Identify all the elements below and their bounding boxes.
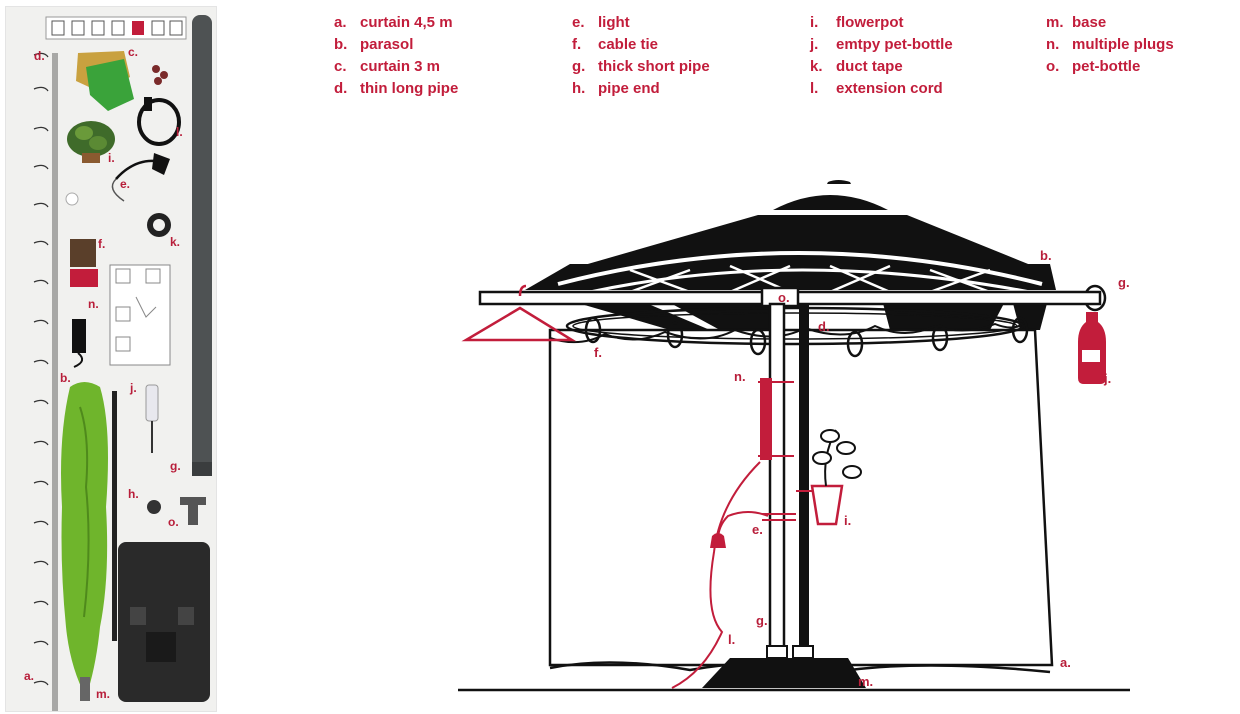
photo-drawing bbox=[33, 15, 212, 711]
legend-item: j.emtpy pet-bottle bbox=[810, 36, 953, 53]
diagram-label-i: i. bbox=[844, 513, 851, 528]
diagram-label-m: m. bbox=[858, 674, 873, 689]
curtain-rings bbox=[584, 284, 1107, 358]
legend-column-1: a.curtain 4,5 m b.parasol c.curtain 3 m … bbox=[334, 12, 458, 100]
duct-tape-photo bbox=[147, 213, 171, 237]
diagram-label-j: j. bbox=[1103, 371, 1111, 386]
components-photo: d. c. l. i. e. k. f. n. b. j. g. h. o. a… bbox=[5, 6, 217, 712]
instruction-strip-photo bbox=[45, 16, 187, 40]
parasol-canopy bbox=[525, 180, 1056, 294]
legend-item: i.flowerpot bbox=[810, 14, 904, 31]
legend-item: d.thin long pipe bbox=[334, 80, 459, 97]
pet-bottle bbox=[1078, 312, 1106, 384]
photo-label-i: i. bbox=[108, 151, 115, 165]
diagram-label-g: g. bbox=[756, 613, 768, 628]
flowerpot bbox=[796, 429, 862, 526]
photo-label-m: m. bbox=[96, 687, 111, 701]
thick-pipe-photo bbox=[192, 15, 212, 470]
diagram-label-a: a. bbox=[1060, 655, 1071, 670]
photo-label-l: l. bbox=[176, 125, 183, 139]
curtain-rail bbox=[565, 306, 1025, 346]
photo-label-f: f. bbox=[98, 237, 106, 251]
legend-item: c.curtain 3 m bbox=[334, 58, 441, 75]
legend-item: n.multiple plugs bbox=[1046, 36, 1174, 53]
photo-label-e: e. bbox=[120, 177, 131, 191]
hanger bbox=[461, 284, 577, 342]
diagram-label-f: f. bbox=[594, 345, 602, 360]
legend-column-2: e.light f.cable tie g.thick short pipe h… bbox=[572, 12, 710, 100]
diagram-label-b: b. bbox=[1040, 248, 1052, 263]
legend-item: f.cable tie bbox=[572, 36, 659, 53]
rod-photo bbox=[112, 391, 117, 641]
legend-item: h.pipe end bbox=[572, 80, 660, 97]
legend-item: a.curtain 4,5 m bbox=[334, 14, 453, 31]
plant-photo bbox=[67, 121, 115, 163]
cable-tie-photo bbox=[70, 239, 96, 267]
multiple-plugs-photo bbox=[72, 319, 86, 368]
legend-item: k.duct tape bbox=[810, 58, 903, 75]
legend-item: g.thick short pipe bbox=[572, 58, 710, 75]
photo-label-c: c. bbox=[128, 45, 139, 59]
diagram-label-n: n. bbox=[734, 369, 746, 384]
photo-label-g: g. bbox=[170, 459, 181, 473]
assembly-diagram: b. g. o. d. f. j. n. i. e. g. l. a. m. bbox=[458, 180, 1130, 692]
parasol-photo bbox=[61, 382, 108, 701]
photo-label-b: b. bbox=[60, 371, 71, 385]
cable-tie-pack-photo bbox=[70, 269, 98, 287]
legend-column-3: i.flowerpot j.emtpy pet-bottle k.duct ta… bbox=[810, 12, 953, 100]
base bbox=[702, 658, 866, 688]
light bbox=[710, 511, 796, 548]
photo-label-n: n. bbox=[88, 297, 99, 311]
legend-item: l.extension cord bbox=[810, 80, 943, 97]
diagram-label-l: l. bbox=[728, 632, 735, 647]
photo-label-k: k. bbox=[170, 235, 181, 249]
photo-label-o: o. bbox=[168, 515, 179, 529]
extension-cord-photo bbox=[137, 97, 181, 146]
thick-short-pipe bbox=[768, 302, 786, 658]
photo-label-j: j. bbox=[130, 381, 137, 395]
light-photo bbox=[111, 153, 170, 202]
legend-item: o.pet-bottle bbox=[1046, 58, 1141, 75]
thin-long-pipe-photo bbox=[52, 53, 58, 711]
thin-long-pipe bbox=[799, 304, 809, 656]
legend-item: b.parasol bbox=[334, 36, 414, 53]
curtain-green-photo bbox=[86, 59, 134, 111]
diagram-label-e: e. bbox=[752, 522, 763, 537]
extension-cord bbox=[671, 461, 761, 689]
clamps-photo bbox=[152, 65, 168, 85]
legend-item: m.base bbox=[1046, 14, 1107, 31]
photo-label-a: a. bbox=[24, 669, 35, 683]
pipe-end-photo bbox=[147, 500, 161, 514]
curtain-hooks-photo bbox=[33, 52, 49, 686]
base-photo bbox=[118, 542, 210, 702]
diagram-label-d: d. bbox=[818, 319, 830, 334]
photo-label-h: h. bbox=[128, 487, 139, 501]
legend-item: e.light bbox=[572, 14, 630, 31]
legend-column-4: m.base n.multiple plugs o.pet-bottle bbox=[1046, 12, 1174, 78]
t-piece-photo bbox=[180, 497, 206, 525]
multiple-plugs bbox=[758, 378, 794, 460]
diagram-label-g-top: g. bbox=[1118, 275, 1130, 290]
pet-bottle-photo bbox=[145, 384, 159, 453]
diagram-label-o: o. bbox=[778, 290, 790, 305]
instruction-sheet-photo bbox=[109, 264, 171, 366]
photo-label-d: d. bbox=[34, 49, 45, 63]
